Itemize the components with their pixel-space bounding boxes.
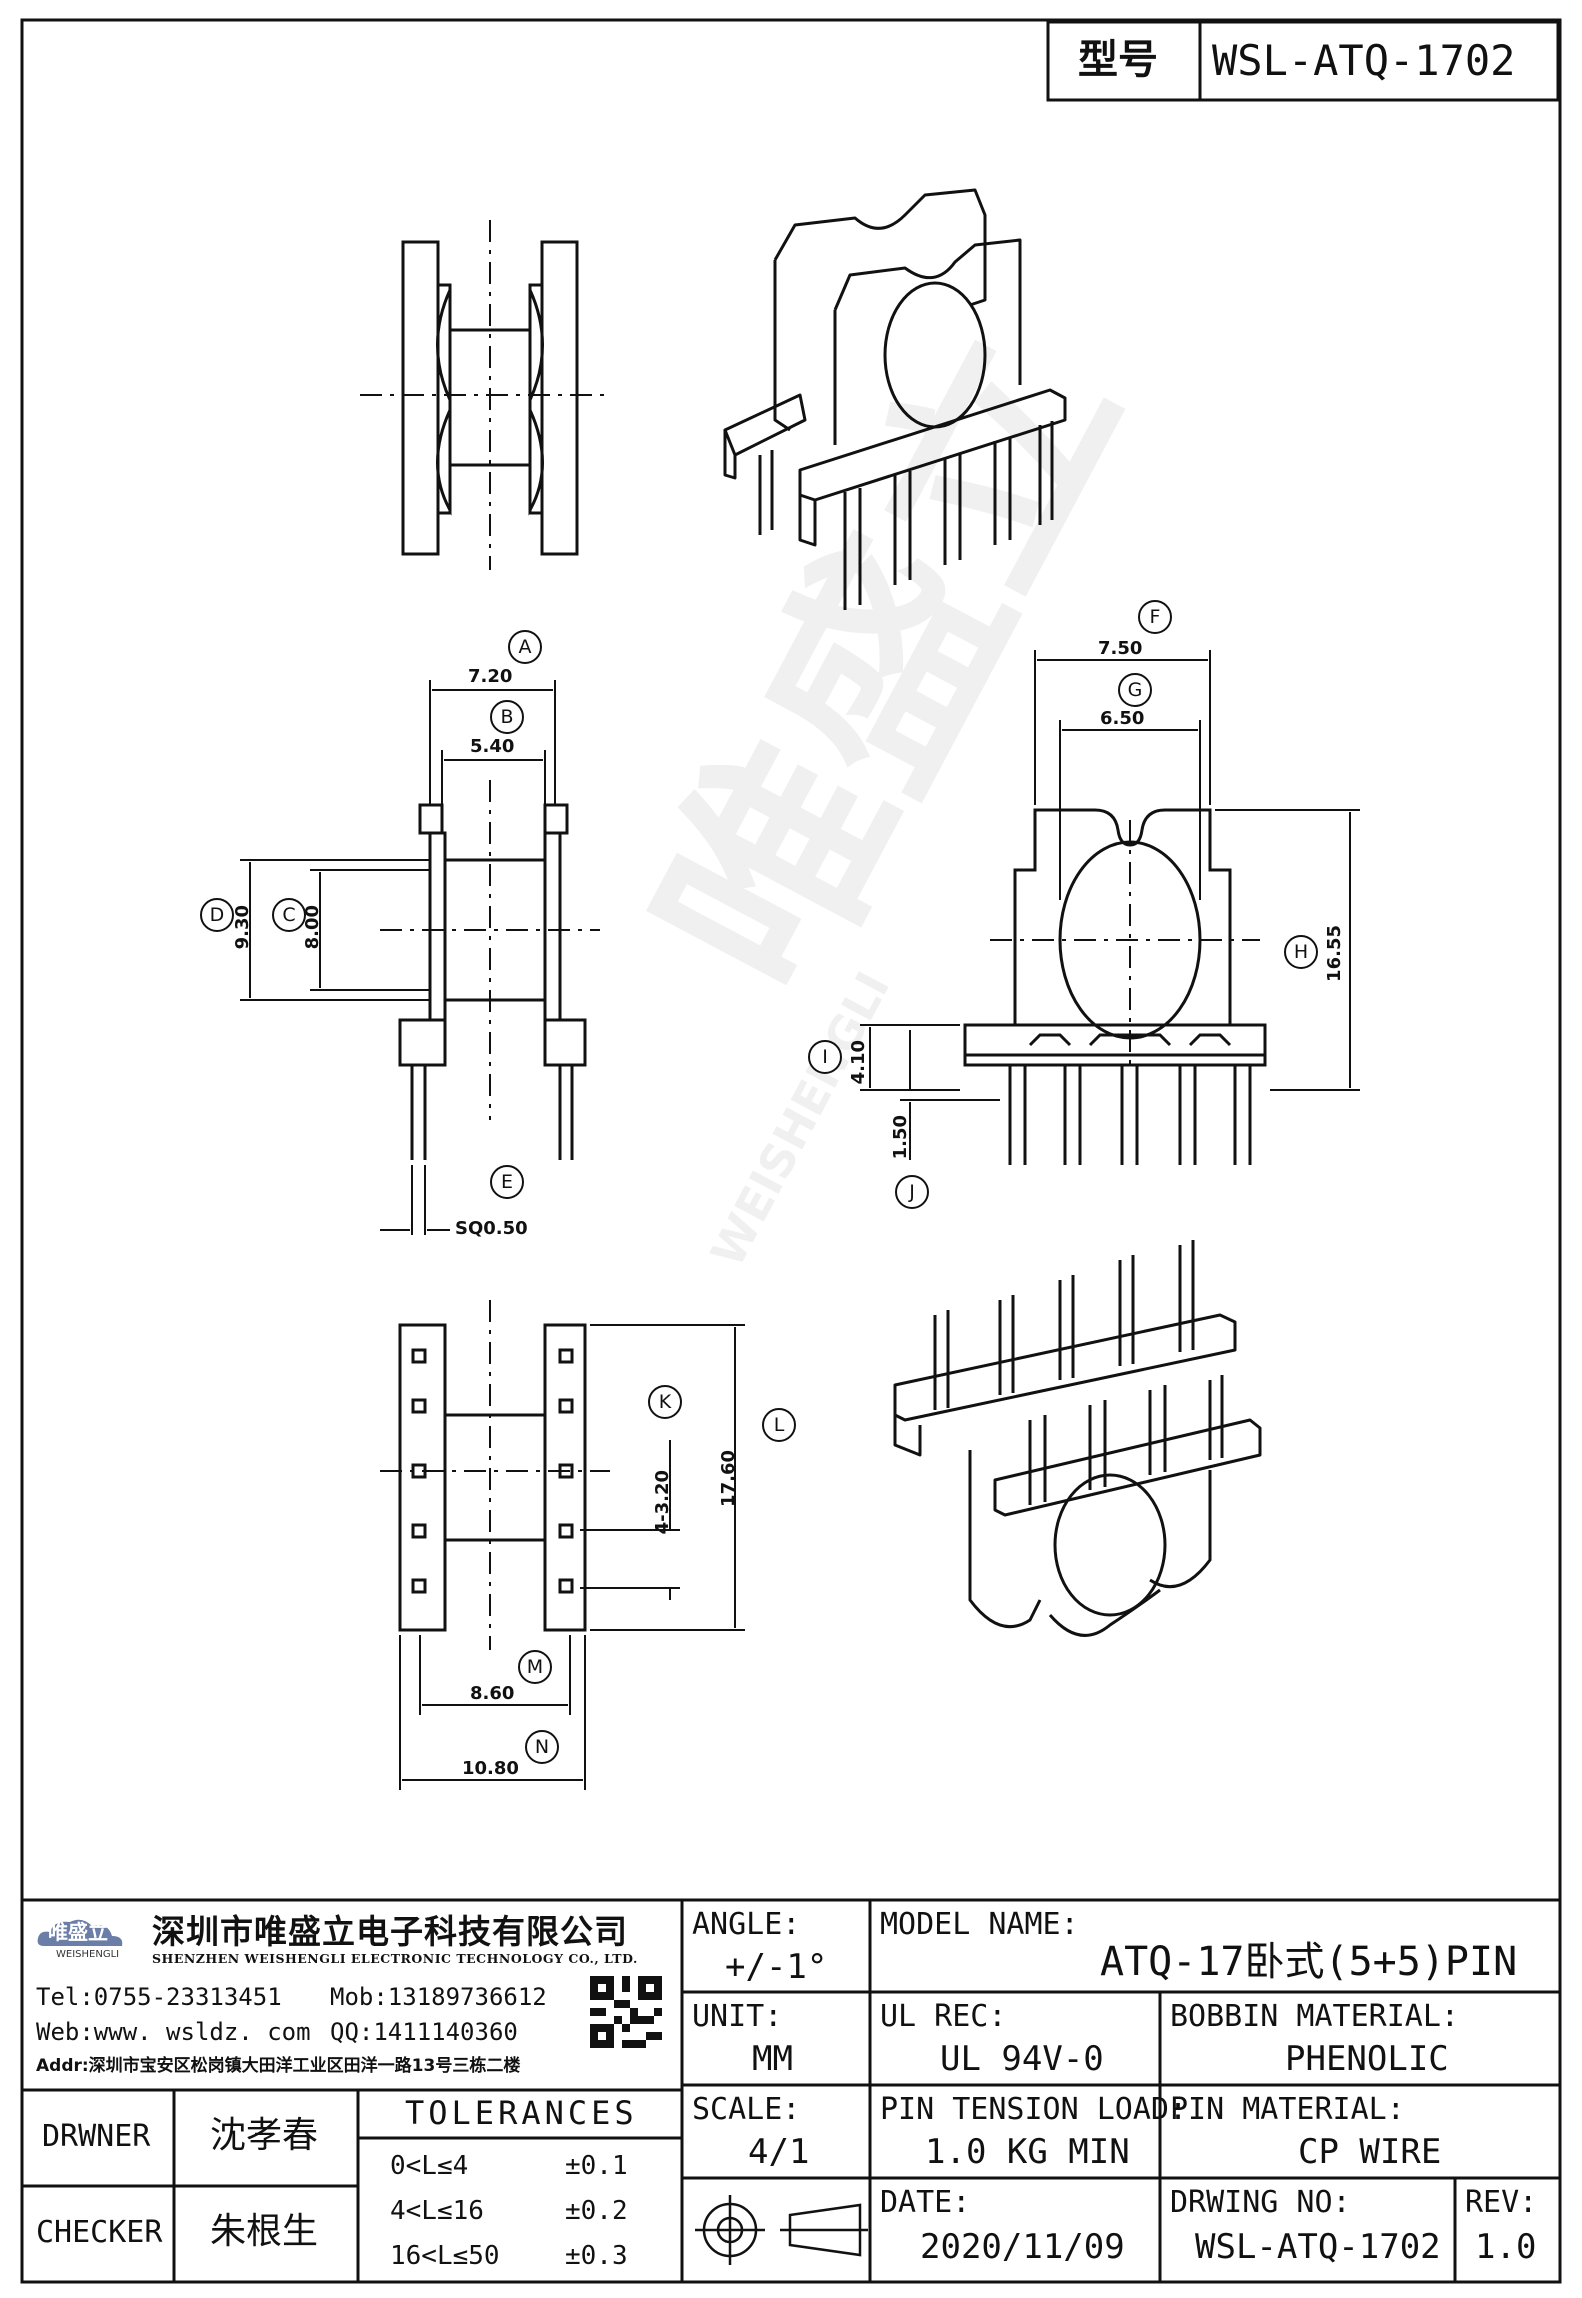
- callout-i: I: [808, 1040, 842, 1074]
- callout-e: E: [490, 1165, 524, 1199]
- drawer-name: 沈孝春: [210, 2115, 319, 2156]
- bobbin-value: PHENOLIC: [1285, 2039, 1449, 2079]
- callout-m: M: [518, 1650, 552, 1684]
- rev-label: REV:: [1465, 2185, 1538, 2220]
- callout-c: C: [272, 898, 306, 932]
- front-view-dimensions: [240, 680, 556, 1235]
- qr-code-icon: [590, 1976, 662, 2048]
- company-address: Addr:深圳市宝安区松岗镇大田洋工业区田洋一路13号三栋二楼: [36, 2056, 521, 2076]
- company-web: Web:www. wsldz. com: [36, 2018, 311, 2046]
- pin-material-value: CP WIRE: [1298, 2132, 1442, 2172]
- pin-material-label: PIN MATERIAL:: [1170, 2092, 1405, 2127]
- dim-c-value: 8.00: [302, 905, 323, 950]
- company-logo: 唯盛立 WEISHENGLI: [34, 1912, 140, 1960]
- callout-f: F: [1138, 600, 1172, 634]
- bobbin-label: BOBBIN MATERIAL:: [1170, 1999, 1459, 2034]
- dim-g-value: 6.50: [1100, 708, 1145, 729]
- callout-n: N: [525, 1730, 559, 1764]
- side-view: [963, 808, 1267, 1165]
- tolerance-value-2: ±0.2: [565, 2196, 628, 2226]
- dim-h-value: 16.55: [1324, 925, 1345, 982]
- tolerance-value-1: ±0.1: [565, 2151, 628, 2181]
- scale-value: 4/1: [748, 2132, 810, 2172]
- dim-n-value: 10.80: [462, 1758, 519, 1779]
- tolerance-value-3: ±0.3: [565, 2241, 628, 2271]
- callout-g: G: [1118, 673, 1152, 707]
- front-view: [380, 780, 600, 1160]
- model-name-label: MODEL NAME:: [880, 1907, 1079, 1942]
- unit-label: UNIT:: [692, 1999, 783, 2034]
- company-mob: Mob:13189736612: [330, 1983, 547, 2011]
- dim-l-value: 17.60: [718, 1450, 739, 1507]
- projection-symbol: [695, 2195, 868, 2265]
- callout-j: J: [895, 1175, 929, 1209]
- logo-text: 唯盛立: [48, 1920, 108, 1944]
- tolerance-range-1: 0<L≤4: [390, 2151, 469, 2181]
- rev-value: 1.0: [1475, 2227, 1537, 2267]
- model-label: 型号: [1078, 37, 1158, 83]
- company-tel: Tel:0755-23313451: [36, 1983, 282, 2011]
- drawing-no-label: DRWING NO:: [1170, 2185, 1351, 2220]
- tolerances-title: TOLERANCES: [405, 2094, 638, 2132]
- dim-k-value: 4-3.20: [652, 1470, 673, 1535]
- company-name-en: SHENZHEN WEISHENGLI ELECTRONIC TECHNOLOG…: [152, 1951, 638, 1966]
- date-value: 2020/11/09: [920, 2227, 1125, 2267]
- top-view: [360, 220, 610, 570]
- drawing-no-value: WSL-ATQ-1702: [1195, 2227, 1441, 2267]
- dim-m-value: 8.60: [470, 1683, 515, 1704]
- ul-value: UL 94V-0: [940, 2039, 1104, 2079]
- cloud-logo-icon: [37, 1919, 123, 1946]
- callout-d: D: [200, 898, 234, 932]
- checker-name: 朱根生: [210, 2211, 319, 2252]
- callout-k: K: [648, 1385, 682, 1419]
- callout-h: H: [1284, 935, 1318, 969]
- angle-label: ANGLE:: [692, 1907, 801, 1942]
- logo-subtext: WEISHENGLI: [56, 1949, 120, 1960]
- scale-label: SCALE:: [692, 2092, 801, 2127]
- ul-label: UL REC:: [880, 1999, 1007, 2034]
- model-value: WSL-ATQ-1702: [1212, 36, 1516, 85]
- checker-label: CHECKER: [36, 2215, 163, 2250]
- dim-f-value: 7.50: [1098, 638, 1143, 659]
- dim-d-value: 9.30: [232, 905, 253, 950]
- dim-b-value: 5.40: [470, 736, 515, 757]
- model-name-value: ATQ-17卧式(5+5)PIN: [1100, 1939, 1518, 1985]
- company-name-cn: 深圳市唯盛立电子科技有限公司: [152, 1912, 628, 1951]
- side-view-dimensions: [860, 650, 1360, 1160]
- company-qq: QQ:1411140360: [330, 2018, 518, 2046]
- bottom-view: [380, 1300, 610, 1650]
- callout-a: A: [508, 630, 542, 664]
- tolerance-range-2: 4<L≤16: [390, 2196, 484, 2226]
- dim-i-value: 4.10: [848, 1040, 869, 1085]
- unit-value: MM: [752, 2039, 793, 2079]
- drawer-label: DRWNER: [42, 2119, 151, 2154]
- callout-l: L: [762, 1408, 796, 1442]
- angle-value: +/-1°: [725, 1947, 828, 1987]
- tension-label: PIN TENSION LOAD:: [880, 2092, 1188, 2127]
- dim-a-value: 7.20: [468, 666, 513, 687]
- date-label: DATE:: [880, 2185, 971, 2220]
- bottom-view-dimensions: [399, 1324, 745, 1790]
- isometric-view-top: [723, 188, 1067, 610]
- isometric-view-bottom: [893, 1240, 1262, 1637]
- callout-b: B: [490, 700, 524, 734]
- dim-j-value: 1.50: [890, 1115, 911, 1160]
- tolerance-range-3: 16<L≤50: [390, 2241, 500, 2271]
- header-box: [1046, 20, 1560, 102]
- tension-value: 1.0 KG MIN: [925, 2132, 1130, 2172]
- outer-frame: [20, 18, 1562, 2284]
- dim-e-value: SQ0.50: [455, 1218, 528, 1239]
